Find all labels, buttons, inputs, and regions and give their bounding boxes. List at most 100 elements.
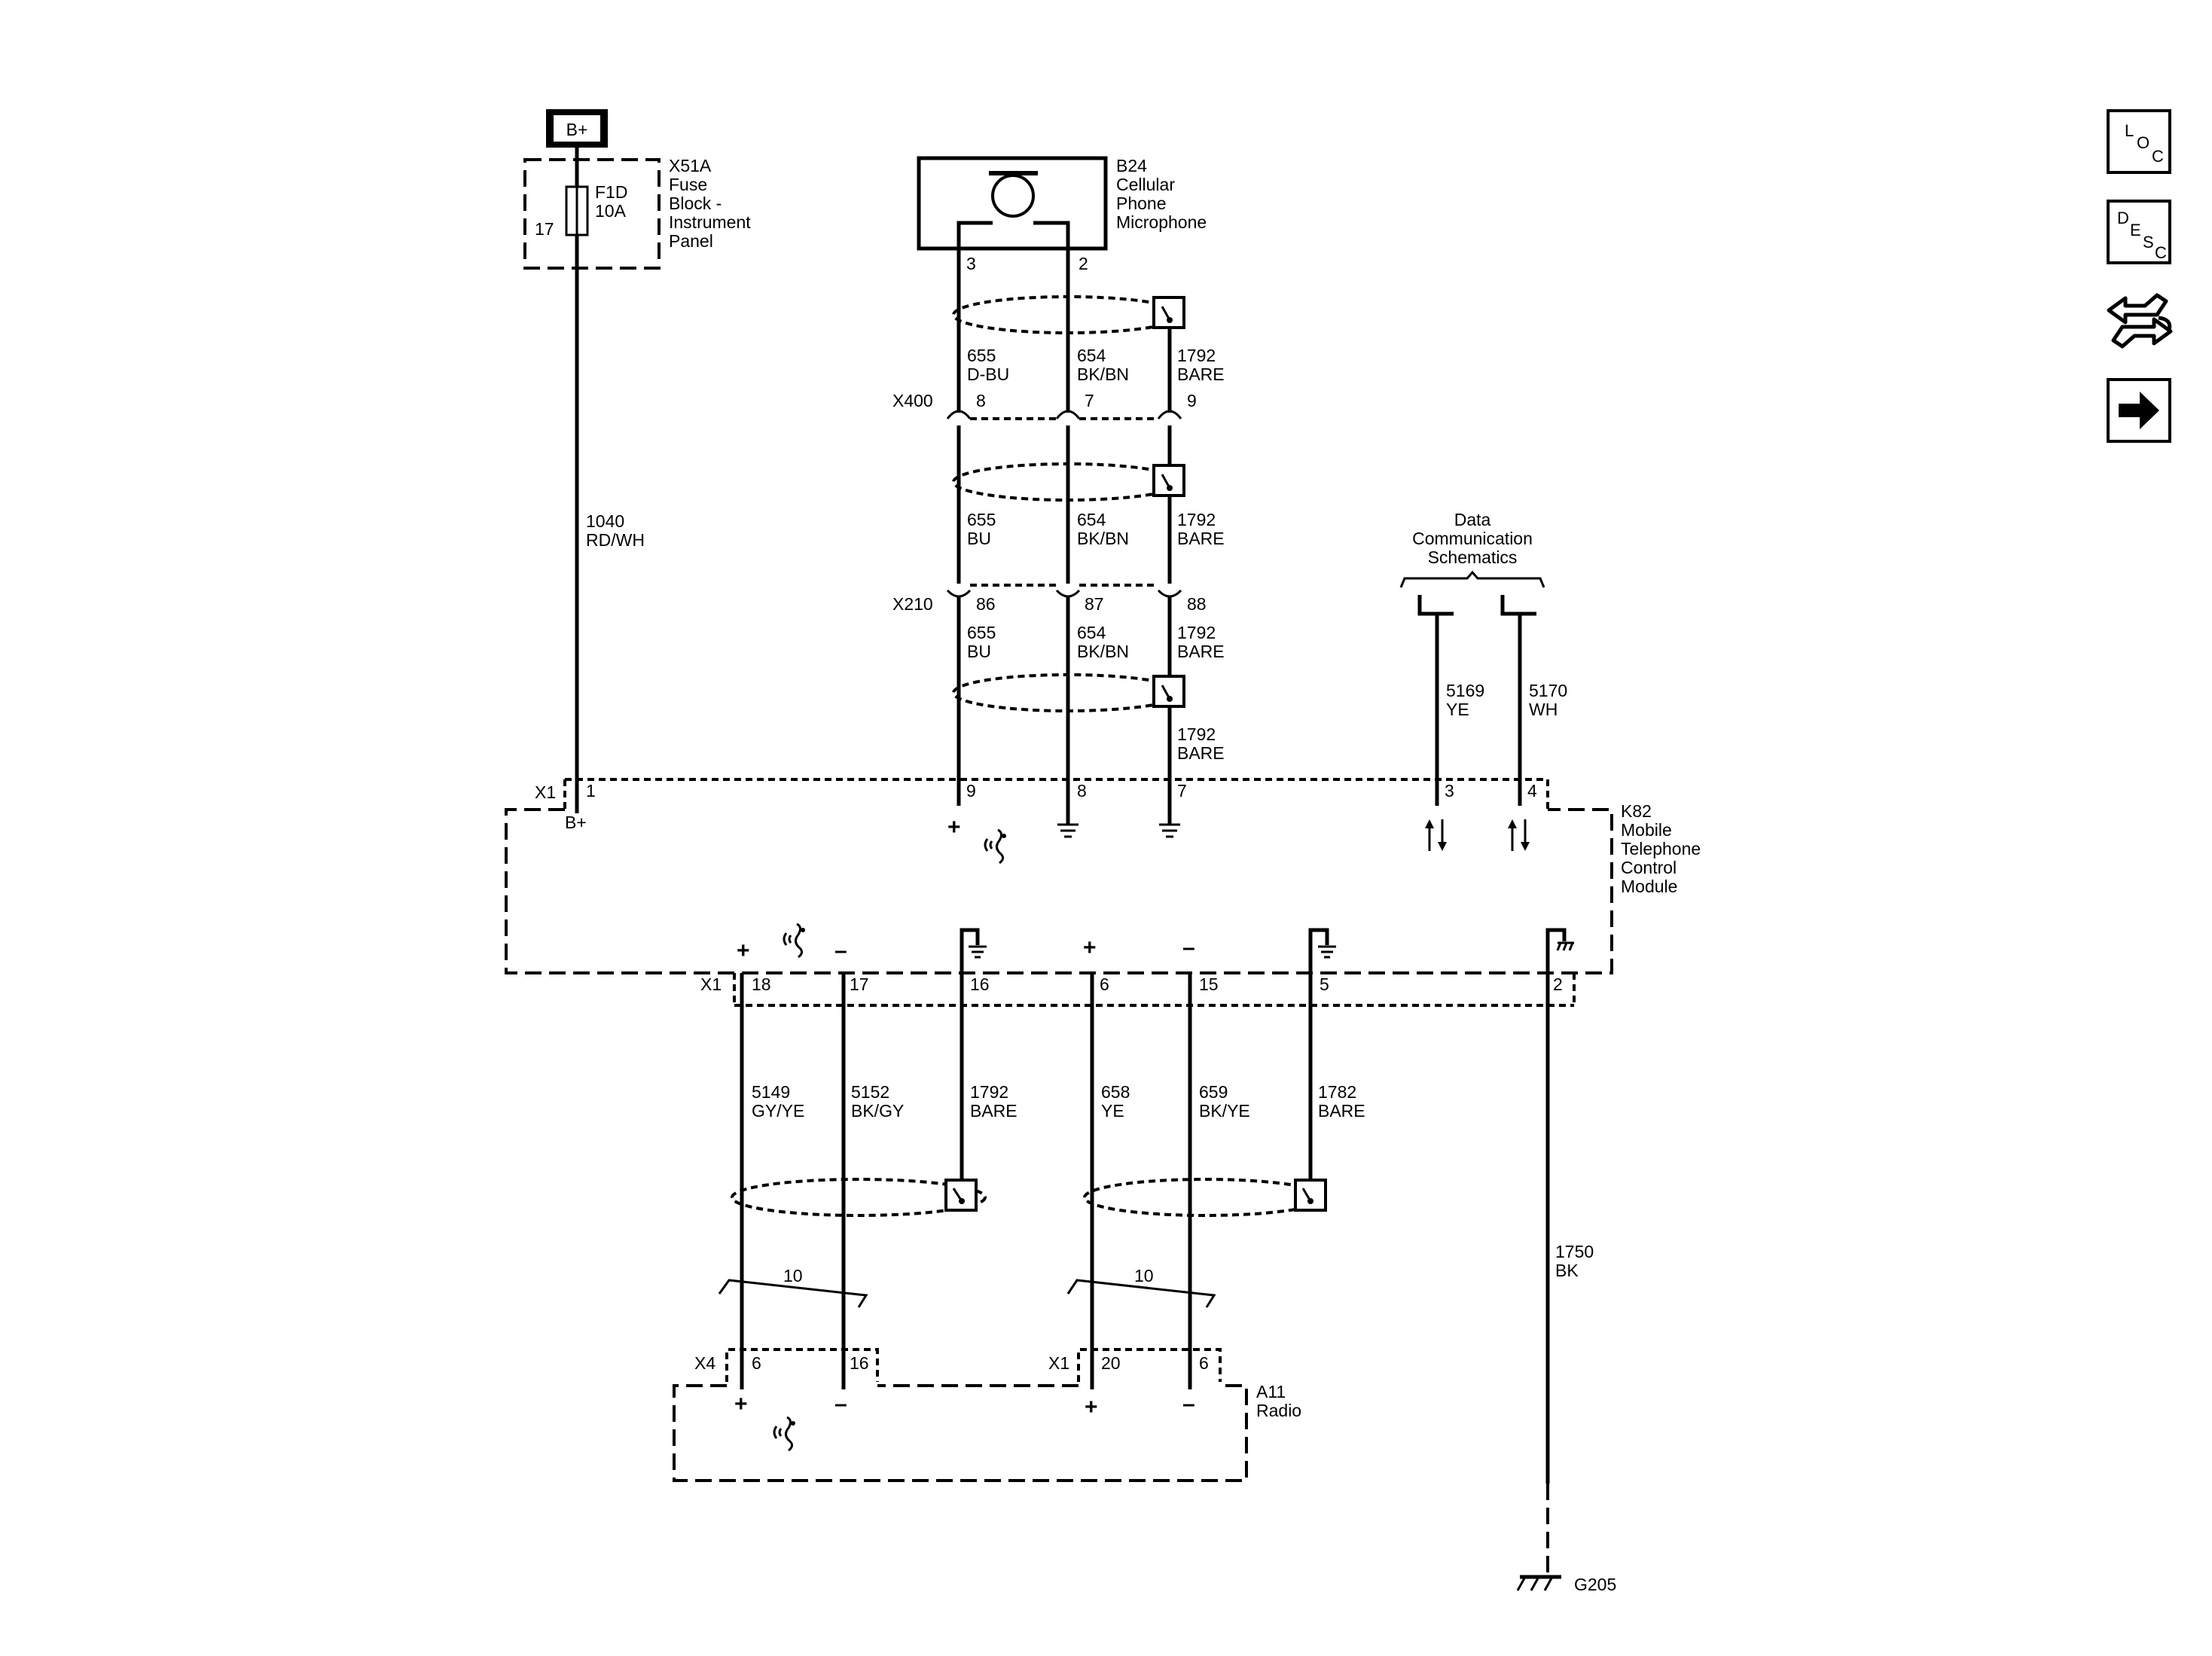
bidirectional-arrows-icon xyxy=(1425,819,1447,851)
seg2-w1-color: BU xyxy=(967,529,991,548)
microphone-name-2: Phone xyxy=(1116,194,1167,213)
twist-2-label: 10 xyxy=(1134,1266,1154,1285)
battery-source: B+ xyxy=(546,109,608,160)
ground-icon xyxy=(1159,806,1180,838)
arrow-right-icon xyxy=(2119,392,2159,429)
desc-letter-1: D xyxy=(2117,209,2129,227)
wire-1040-color: RD/WH xyxy=(586,530,645,550)
module-name-4: Module xyxy=(1621,877,1677,896)
fuse-pin: 17 xyxy=(535,219,554,239)
radio-id: A11 xyxy=(1256,1382,1286,1401)
wire-5170-circuit: 5170 xyxy=(1529,681,1567,700)
module-top-connector: X1 xyxy=(535,782,556,802)
bidirectional-arrows-icon xyxy=(1508,819,1530,851)
wire-1792-circuit: 1792 xyxy=(970,1082,1008,1102)
seg3-w1-circuit: 655 xyxy=(967,623,996,642)
seg2-w2-color: BK/BN xyxy=(1077,529,1129,548)
x400-name: X400 xyxy=(892,391,933,410)
radio-x4-pin-1: 6 xyxy=(752,1353,761,1373)
wire-5152-color: BK/GY xyxy=(851,1101,904,1121)
ground-icon xyxy=(1057,806,1079,838)
radio-name: Radio xyxy=(1256,1401,1301,1420)
wire-5149-color: GY/YE xyxy=(752,1101,804,1121)
ground-icon xyxy=(1308,928,1336,975)
out2-minus-sign: – xyxy=(1182,935,1195,960)
microphone-input-icon xyxy=(984,828,1006,865)
radio-x4-connector: X4 xyxy=(694,1353,715,1373)
audio-input-icon xyxy=(773,1416,795,1452)
data-comm-line-2: Communication xyxy=(1412,529,1533,548)
fuse-block-name-2: Block - xyxy=(669,194,722,213)
x210-pin-2: 87 xyxy=(1085,594,1104,614)
next-arrow-button[interactable] xyxy=(2107,378,2171,443)
twisted-pair-1: 10 xyxy=(718,1266,868,1308)
x210-pin-1: 86 xyxy=(976,594,996,614)
fuse-block-connector: X51A xyxy=(669,156,712,175)
microphone-id: B24 xyxy=(1116,156,1147,175)
module-name-3: Control xyxy=(1621,858,1677,877)
radio-x1-pin-2: 6 xyxy=(1199,1353,1209,1373)
seg3-w2-circuit: 654 xyxy=(1077,623,1106,642)
module-name-2: Telephone xyxy=(1621,839,1701,858)
location-button[interactable]: L O C xyxy=(2107,109,2171,174)
fuse-block: F1D 10A 17 X51A Fuse Block - Instrument … xyxy=(523,156,751,270)
top-pin-8: 8 xyxy=(1077,781,1087,801)
microphone-component: B24 Cellular Phone Microphone 3 2 xyxy=(917,156,1207,273)
twist-1-label: 10 xyxy=(783,1266,803,1285)
seg3-w2-color: BK/BN xyxy=(1077,642,1129,661)
desc-letter-4: C xyxy=(2155,243,2167,262)
seg1-w3-circuit: 1792 xyxy=(1177,346,1216,365)
wire-1750-color: BK xyxy=(1555,1261,1579,1280)
bottom-pin-6: 6 xyxy=(1100,974,1109,994)
x400-pin-3: 9 xyxy=(1187,391,1197,410)
wire-1792-color: BARE xyxy=(970,1101,1018,1121)
connector-tool-icon[interactable] xyxy=(2104,285,2175,357)
module-bplus-label: B+ xyxy=(565,813,587,832)
wire-659-color: BK/YE xyxy=(1199,1101,1250,1121)
wire-5152-circuit: 5152 xyxy=(851,1082,889,1102)
bottom-pin-16: 16 xyxy=(970,974,990,994)
out2-plus-sign: + xyxy=(1083,935,1097,960)
shield-2 xyxy=(952,462,1185,502)
loc-letter-2: O xyxy=(2137,133,2150,152)
module-k82: X1 K82 Mobile Telephone Control Module 1… xyxy=(505,778,1701,1007)
loc-letter-3: C xyxy=(2152,147,2164,166)
radio-x4-pin-2: 16 xyxy=(850,1353,869,1373)
ground-icon xyxy=(960,928,987,975)
wire-658-color: YE xyxy=(1101,1101,1124,1121)
shield-1 xyxy=(952,295,1185,334)
wire-5169-color: YE xyxy=(1446,700,1469,719)
seg2-w3-circuit: 1792 xyxy=(1177,510,1216,529)
seg1-w2-color: BK/BN xyxy=(1077,364,1129,384)
module-name-1: Mobile xyxy=(1621,820,1672,840)
data-comm-line-1: Data xyxy=(1454,510,1491,529)
lower-wire-runs xyxy=(740,973,1550,1484)
seg2-w2-circuit: 654 xyxy=(1077,510,1106,529)
microphone-pin-a: 3 xyxy=(966,254,976,273)
fuse-block-name-4: Panel xyxy=(669,231,713,251)
x210-pin-3: 88 xyxy=(1187,594,1207,614)
desc-letter-3: S xyxy=(2143,233,2154,252)
seg1-w2-circuit: 654 xyxy=(1077,346,1106,365)
seg2-w1-circuit: 655 xyxy=(967,510,996,529)
wire-1782-color: BARE xyxy=(1318,1101,1365,1121)
seg1-w1-circuit: 655 xyxy=(967,346,996,365)
chassis-ground-icon xyxy=(1545,928,1574,975)
wire-658-circuit: 658 xyxy=(1101,1082,1130,1102)
description-button[interactable]: D E S C xyxy=(2107,200,2171,264)
shield-3 xyxy=(952,673,1185,712)
fuse-block-name-3: Instrument xyxy=(669,212,751,232)
microphone-name-3: Microphone xyxy=(1116,212,1207,232)
wire-1040-circuit: 1040 xyxy=(586,511,624,531)
radio-in1-plus-sign: + xyxy=(734,1392,748,1417)
loc-letter-1: L xyxy=(2125,121,2134,140)
seg3-w3-circuit: 1792 xyxy=(1177,623,1216,642)
fuse-id: F1D xyxy=(595,182,627,202)
shield-4 xyxy=(731,1178,987,1217)
mic-plus-sign: + xyxy=(947,815,961,840)
fuse-rating: 10A xyxy=(595,201,627,221)
bottom-pin-17: 17 xyxy=(850,974,869,994)
fuse-block-name-1: Fuse xyxy=(669,175,707,194)
top-pin-9: 9 xyxy=(966,781,976,801)
